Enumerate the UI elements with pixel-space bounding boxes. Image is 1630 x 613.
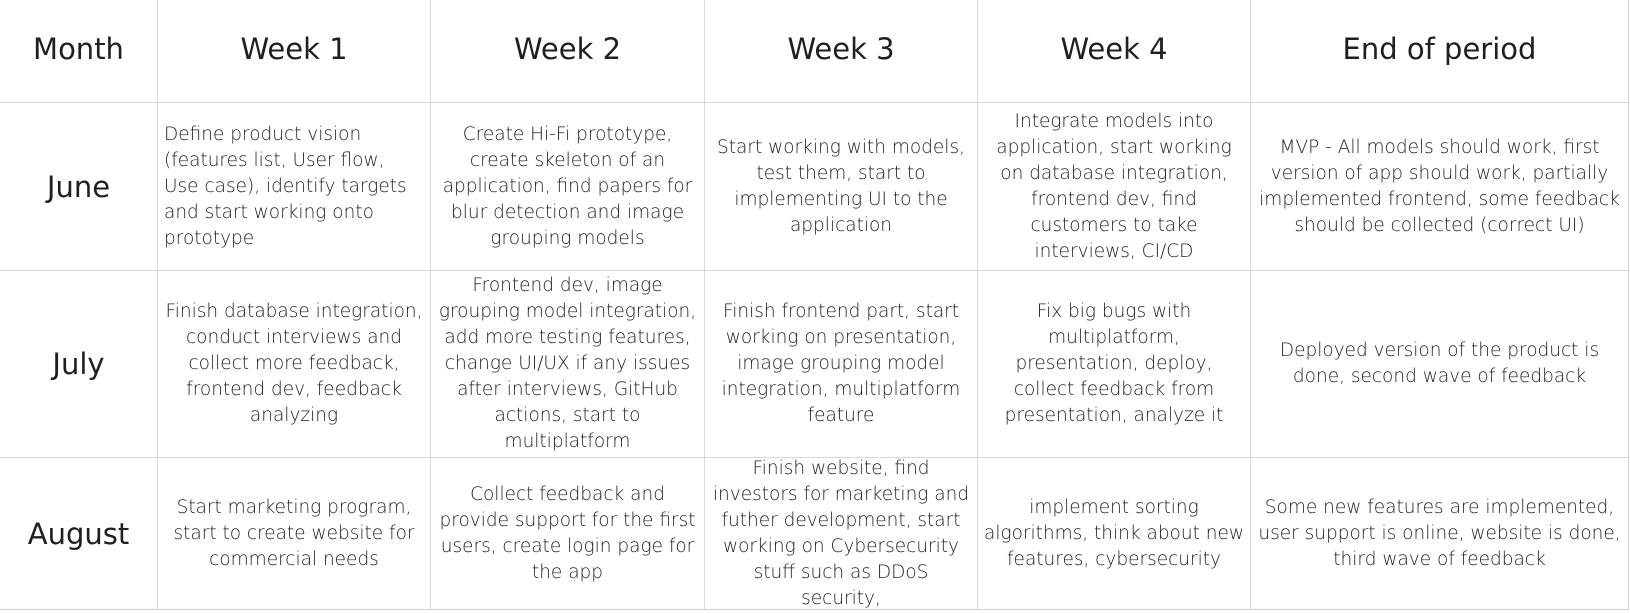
month-label: July — [0, 271, 158, 458]
table-cell: Frontend dev, image grouping model integ… — [431, 271, 705, 458]
table-cell: Finish frontend part, start working on p… — [705, 271, 978, 458]
table-cell: Collect feedback and provide support for… — [431, 458, 705, 609]
header-month: Month — [0, 0, 158, 103]
table-cell: Create Hi-Fi prototype, create skeleton … — [431, 103, 705, 271]
header-end-of-period: End of period — [1251, 0, 1629, 103]
table-cell: Finish database integration, conduct int… — [158, 271, 431, 458]
table-cell: Some new features are implemented, user … — [1251, 458, 1629, 609]
table-cell: MVP - All models should work, first vers… — [1251, 103, 1629, 271]
header-week-1: Week 1 — [158, 0, 431, 103]
table-cell: Integrate models into application, start… — [978, 103, 1251, 271]
table-cell: Start working with models, test them, st… — [705, 103, 978, 271]
table-cell: Start marketing program, start to create… — [158, 458, 431, 609]
table-cell: Fix big bugs with multiplatform, present… — [978, 271, 1251, 458]
header-week-2: Week 2 — [431, 0, 705, 103]
month-label: August — [0, 458, 158, 609]
table-cell: implement sorting algorithms, think abou… — [978, 458, 1251, 609]
header-week-4: Week 4 — [978, 0, 1251, 103]
month-label: June — [0, 103, 158, 271]
table-cell: Deployed version of the product is done,… — [1251, 271, 1629, 458]
table-cell: Define product vision (features list, Us… — [158, 103, 431, 271]
table-cell: Finish website, find investors for marke… — [705, 458, 978, 609]
header-week-3: Week 3 — [705, 0, 978, 103]
